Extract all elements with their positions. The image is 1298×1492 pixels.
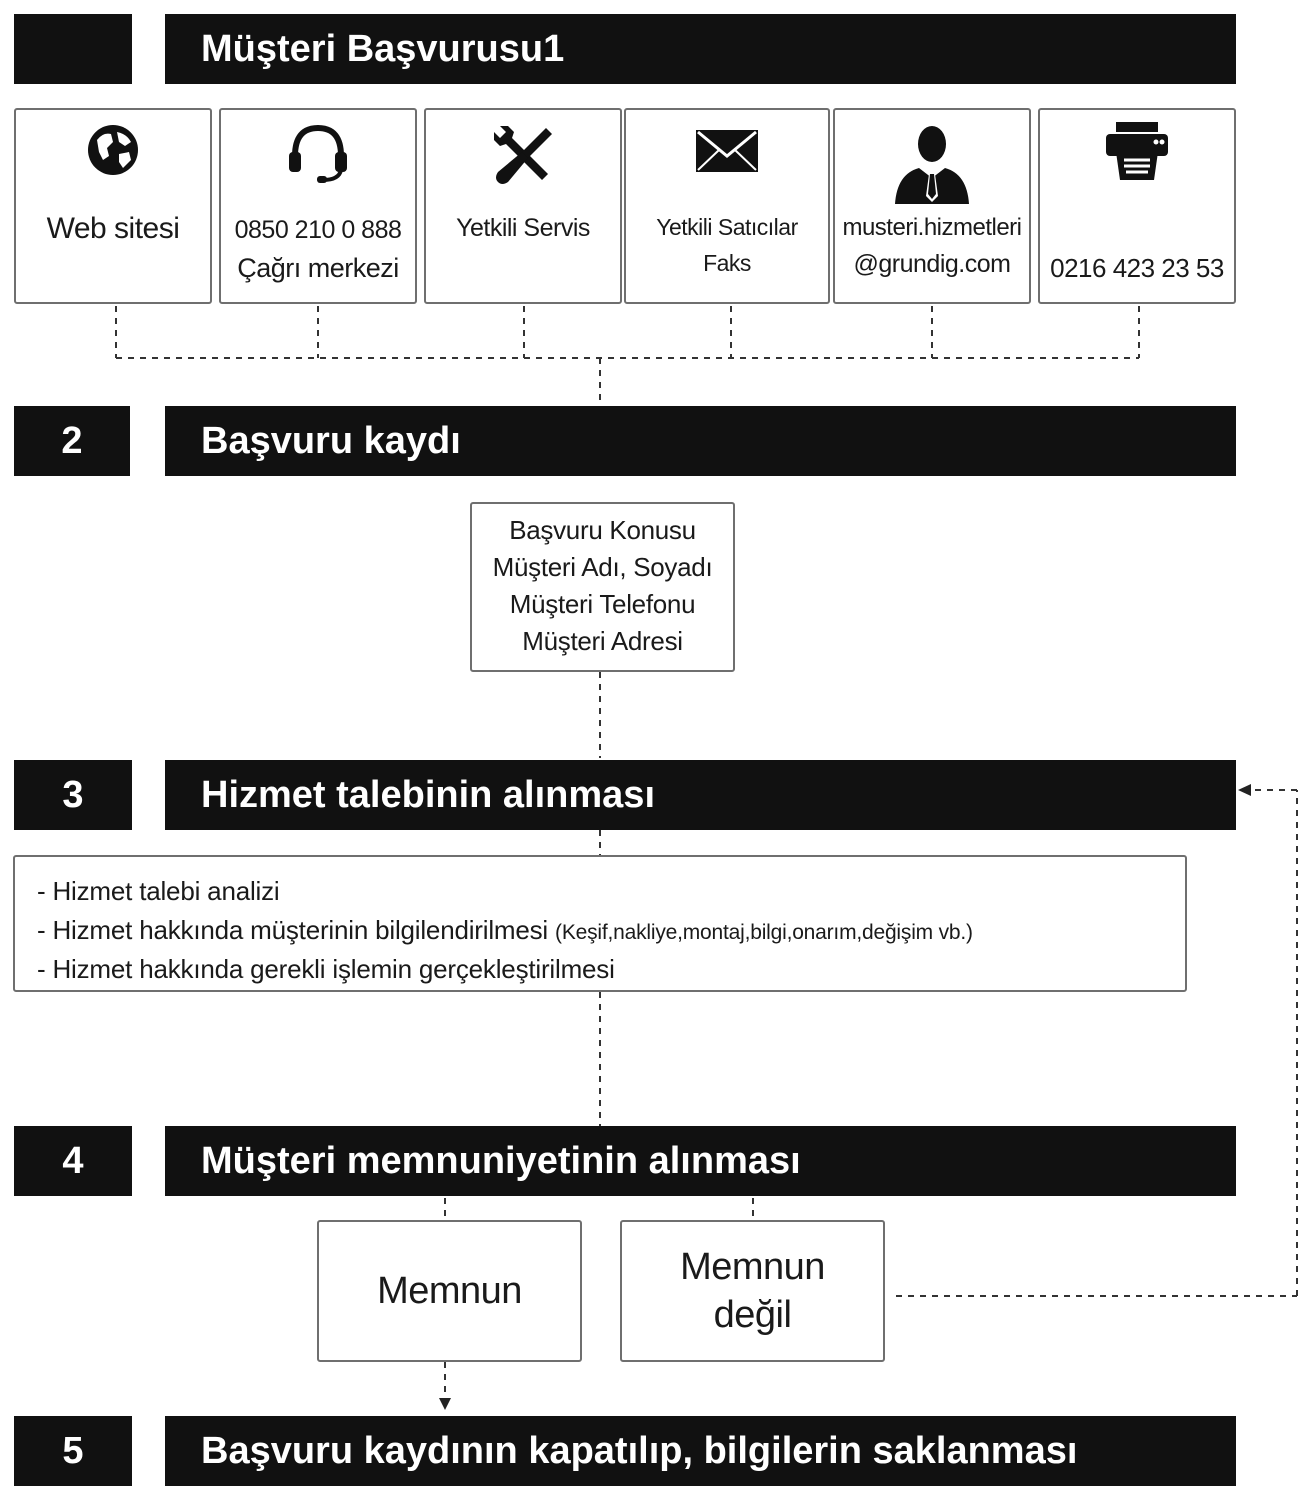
- channel-email-line1: musteri.hizmetleri: [842, 214, 1022, 241]
- channel-call-center-line2: Çağrı merkezi: [237, 253, 399, 283]
- step-1-number: [14, 14, 132, 84]
- channel-service: Yetkili Servis: [424, 108, 622, 304]
- step-2-number: 2: [61, 419, 83, 462]
- field-subject: Başvuru Konusu: [509, 515, 696, 545]
- fax-icon: [1040, 120, 1234, 190]
- task-analysis: - Hizmet talebi analizi: [37, 876, 280, 906]
- person-icon: [835, 120, 1029, 204]
- step-5-number-block: [14, 1416, 132, 1486]
- step-3-title: Hizmet talebinin alınması: [165, 760, 1236, 830]
- step-5-number: 5: [62, 1429, 84, 1472]
- step-1-title: Müşteri Başvurusu1: [165, 14, 1236, 84]
- step-3-number-block: [14, 760, 132, 830]
- channel-web: Web sitesi: [14, 108, 212, 304]
- field-customer-name: Müşteri Adı, Soyadı: [492, 552, 713, 582]
- outcome-satisfied-box: Memnun: [317, 1220, 582, 1362]
- step-4-title: Müşteri memnuniyetinin alınması: [165, 1126, 1236, 1196]
- field-customer-phone: Müşteri Telefonu: [509, 589, 696, 619]
- outcome-not-satisfied-box: Memnun değil: [620, 1220, 885, 1362]
- step-4-number-block: [14, 1126, 132, 1196]
- channel-email: musteri.hizmetleri @grundig.com: [833, 108, 1031, 304]
- outcome-not-satisfied-line2: değil: [713, 1294, 792, 1336]
- outcome-not-satisfied-line1: Memnun: [680, 1246, 825, 1288]
- step-2-number-block: [14, 406, 130, 476]
- channel-email-line2: @grundig.com: [853, 250, 1011, 278]
- step-3-number: 3: [62, 773, 84, 816]
- channel-dealers-line2: Faks: [703, 250, 751, 276]
- envelope-icon: [626, 120, 828, 190]
- field-customer-address: Müşteri Adresi: [522, 626, 683, 656]
- channel-fax: 0216 423 23 53: [1038, 108, 1236, 304]
- step-5-title: Başvuru kaydının kapatılıp, bilgilerin s…: [165, 1416, 1236, 1486]
- channel-call-center-line1: 0850 210 0 888: [234, 216, 402, 244]
- registration-fields-box: Başvuru Konusu Müşteri Adı, Soyadı Müşte…: [470, 502, 735, 672]
- headset-icon: [221, 120, 415, 190]
- step-2-title: Başvuru kaydı: [165, 406, 1236, 476]
- channel-call-center: 0850 210 0 888 Çağrı merkezi: [219, 108, 417, 304]
- channel-fax-line2: 0216 423 23 53: [1050, 253, 1224, 283]
- arrow-to-step-5: [439, 1398, 451, 1410]
- outcome-satisfied-label: Memnun: [377, 1270, 522, 1312]
- channel-dealers: Yetkili Satıcılar Faks: [624, 108, 830, 304]
- step-1-number-block: [14, 14, 132, 84]
- globe-icon: [16, 120, 210, 190]
- channel-dealers-line1: Yetkili Satıcılar: [656, 214, 798, 240]
- task-perform-action: - Hizmet hakkında gerekli işlemin gerçek…: [37, 954, 615, 984]
- channel-web-line1: Web sitesi: [46, 212, 180, 245]
- channel-service-line1: Yetkili Servis: [456, 214, 590, 242]
- step-4-number: 4: [62, 1139, 84, 1182]
- service-tasks-box: - Hizmet talebi analizi - Hizmet hakkınd…: [13, 855, 1187, 992]
- arrow-to-step-3: [1238, 784, 1251, 796]
- task-inform-customer: - Hizmet hakkında müşterinin bilgilendir…: [37, 915, 973, 945]
- tools-icon: [426, 120, 620, 190]
